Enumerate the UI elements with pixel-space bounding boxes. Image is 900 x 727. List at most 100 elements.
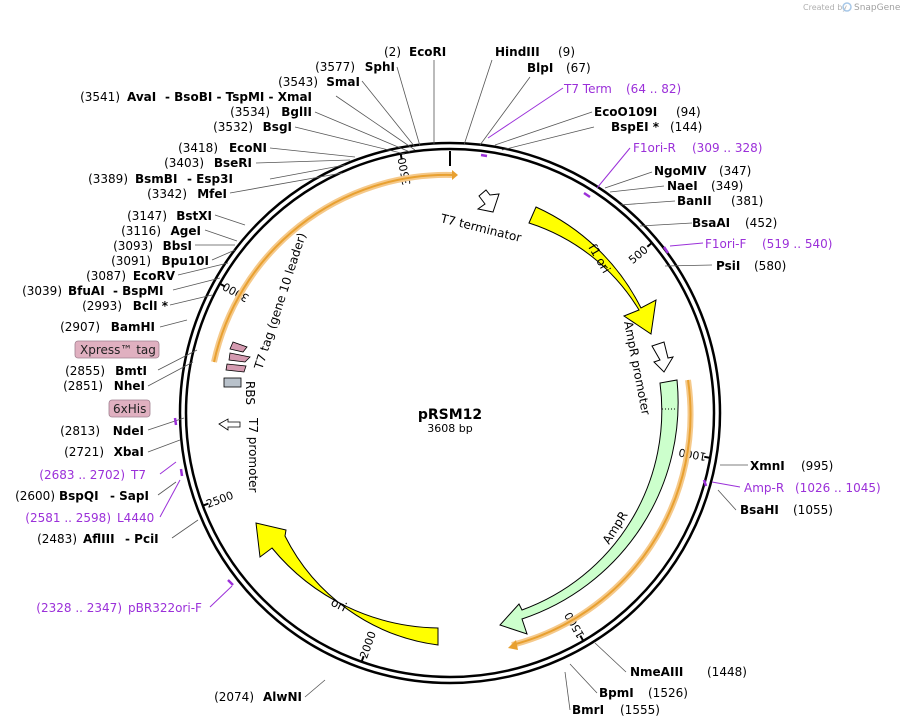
tick-mark bbox=[646, 242, 653, 248]
feature-ori bbox=[255, 522, 439, 646]
enzyme-xmni-name: XmnI bbox=[750, 459, 785, 473]
enzyme-nhei-name: NheI bbox=[114, 379, 145, 393]
snapgene-credit: Created by SnapGene bbox=[803, 2, 900, 13]
enzyme-smai-pos: (3543) bbox=[278, 75, 318, 89]
enzyme-mfei-pos: (3342) bbox=[147, 187, 187, 201]
enzyme-bcli-name: BclI * bbox=[133, 299, 169, 313]
enzyme-naei-name: NaeI bbox=[667, 179, 698, 193]
enzyme-sphi-pos: (3577) bbox=[315, 60, 355, 74]
enzyme-ngomiv-name: NgoMIV bbox=[654, 164, 707, 178]
enzyme-bsaai-pos: (452) bbox=[745, 216, 777, 230]
enzyme-nmeaiii-pos: (1448) bbox=[707, 665, 747, 679]
enzyme-bglii-name: BglII bbox=[281, 105, 312, 119]
box-6xhis-label: 6xHis bbox=[113, 402, 146, 416]
plasmid-name: pRSM12 bbox=[418, 407, 482, 423]
enzyme-ecoo109i-pos: (94) bbox=[676, 105, 701, 119]
enzyme-afliii-pos: (2483) bbox=[37, 532, 77, 546]
enzyme-bstxi-name: BstXI bbox=[176, 209, 212, 223]
primer-t7-term-name: T7 Term bbox=[563, 82, 612, 96]
enzyme-avai-extra: - BsoBI - TspMI - XmaI bbox=[165, 90, 312, 104]
backbone-inner-circle bbox=[184, 147, 716, 679]
label-t7-promoter: T7 promoter bbox=[246, 417, 260, 493]
credit-brand: SnapGene bbox=[854, 3, 900, 13]
enzyme-blpi-name: BlpI bbox=[527, 61, 553, 75]
box-6xhis bbox=[108, 399, 151, 418]
enzyme-bspqi-pos: (2600) bbox=[15, 489, 55, 503]
plasmid-size: 3608 bp bbox=[427, 422, 472, 435]
primer-pbr322ori-f-name: pBR322ori-F bbox=[128, 601, 202, 615]
primer-lines bbox=[159, 87, 741, 608]
enzyme-ndei-name: NdeI bbox=[113, 424, 144, 438]
primer-marks bbox=[173, 153, 708, 586]
feature-6xhis-arrow bbox=[225, 363, 247, 373]
enzyme-blpi-pos: (67) bbox=[566, 61, 591, 75]
box-xpress-tag bbox=[74, 340, 160, 359]
enzyme-agei-name: AgeI bbox=[171, 224, 201, 238]
primer-l4440-name: L4440 bbox=[117, 511, 154, 525]
enzyme-avai-name: AvaI bbox=[127, 90, 156, 104]
enzyme-sphi-name: SphI bbox=[365, 60, 395, 74]
feature-ampr-promoter bbox=[651, 341, 675, 373]
enzyme-ecori-pos: (2) bbox=[384, 45, 401, 59]
enzyme-banii-name: BanII bbox=[677, 194, 712, 208]
enzyme-smai-name: SmaI bbox=[326, 75, 360, 89]
feature-rbs-box bbox=[223, 377, 242, 388]
enzyme-bpmi-name: BpmI bbox=[599, 686, 634, 700]
enzyme-xmni-pos: (995) bbox=[801, 459, 833, 473]
enzyme-nmeaiii-name: NmeAIII bbox=[630, 665, 683, 679]
enzyme-labels-right: (2) EcoRI HindIII (9) BlpI (67) EcoO109I… bbox=[384, 45, 833, 717]
enzyme-bfuai-pos: (3039) bbox=[22, 284, 62, 298]
enzyme-mfei-name: MfeI bbox=[197, 187, 227, 201]
orf-left-arc bbox=[213, 173, 453, 363]
enzyme-ecori-name: EcoRI bbox=[409, 45, 446, 59]
primer-labels: T7 Term (64 .. 82) F1ori-R (309 .. 328) … bbox=[25, 82, 880, 615]
tick-label: 1000 bbox=[678, 446, 708, 464]
enzyme-bpu10i-name: Bpu10I bbox=[162, 254, 209, 268]
enzyme-bbsi-pos: (3093) bbox=[113, 239, 153, 253]
box-xpress-tag-label: Xpress™ tag bbox=[80, 343, 156, 357]
enzyme-ngomiv-pos: (347) bbox=[719, 164, 751, 178]
enzyme-bmri-name: BmrI bbox=[572, 703, 604, 717]
feature-t7-terminator bbox=[476, 189, 500, 213]
enzyme-ecorv-pos: (3087) bbox=[86, 269, 126, 283]
tick-label: 2500 bbox=[204, 489, 235, 511]
orf-ampr-arc bbox=[511, 379, 692, 646]
feature-f1-ori bbox=[528, 206, 657, 335]
enzyme-bseri-pos: (3403) bbox=[164, 156, 204, 170]
tick-mark bbox=[579, 635, 585, 642]
primer-l4440-range: (2581 .. 2598) bbox=[25, 511, 111, 525]
credit-prefix: Created by bbox=[803, 3, 847, 12]
enzyme-bmti-name: BmtI bbox=[115, 364, 147, 378]
enzyme-bspei-pos: (144) bbox=[670, 120, 702, 134]
primer-t7-name: T7 bbox=[130, 468, 146, 482]
label-t7-tag: T7 tag (gene 10 leader) bbox=[251, 231, 309, 372]
enzyme-bsmbi-pos: (3389) bbox=[88, 172, 128, 186]
enzyme-bstxi-pos: (3147) bbox=[127, 209, 167, 223]
enzyme-ndei-pos: (2813) bbox=[60, 424, 100, 438]
feature-ampr bbox=[499, 379, 679, 635]
primer-amp-r-name: Amp-R bbox=[744, 481, 784, 495]
enzyme-bsmbi-extra: - Esp3I bbox=[187, 172, 233, 186]
enzyme-alwni-pos: (2074) bbox=[214, 690, 254, 704]
enzyme-bamhi-name: BamHI bbox=[111, 320, 155, 334]
enzyme-bsahi-name: BsaHI bbox=[740, 503, 779, 517]
enzyme-bmri-pos: (1555) bbox=[620, 703, 660, 717]
enzyme-bglii-pos: (3534) bbox=[230, 105, 270, 119]
label-f1-ori: f1 ori bbox=[585, 242, 613, 276]
feature-t7-tag-arrow bbox=[228, 352, 251, 363]
enzyme-bspei-name: BspEI * bbox=[611, 120, 660, 134]
enzyme-labels-left: (3577) SphI (3543) SmaI (3541) AvaI - Bs… bbox=[15, 60, 395, 704]
enzyme-afliii-name: AflIII bbox=[83, 532, 115, 546]
enzyme-bcli-pos: (2993) bbox=[82, 299, 122, 313]
enzyme-bamhi-pos: (2907) bbox=[60, 320, 100, 334]
enzyme-bfuai-extra: - BspMI bbox=[113, 284, 163, 298]
enzyme-bsmbi-name: BsmBI bbox=[135, 172, 177, 186]
enzyme-nhei-pos: (2851) bbox=[63, 379, 103, 393]
enzyme-bsgi-name: BsgI bbox=[263, 120, 292, 134]
orf-ampr-arrowhead bbox=[508, 640, 518, 650]
enzyme-bpu10i-pos: (3091) bbox=[111, 254, 151, 268]
enzyme-bspqi-name: BspQI bbox=[59, 489, 99, 503]
tick-mark bbox=[202, 502, 209, 507]
primer-f1ori-r-range: (309 .. 328) bbox=[692, 141, 762, 155]
label-rbs: RBS bbox=[243, 381, 257, 405]
